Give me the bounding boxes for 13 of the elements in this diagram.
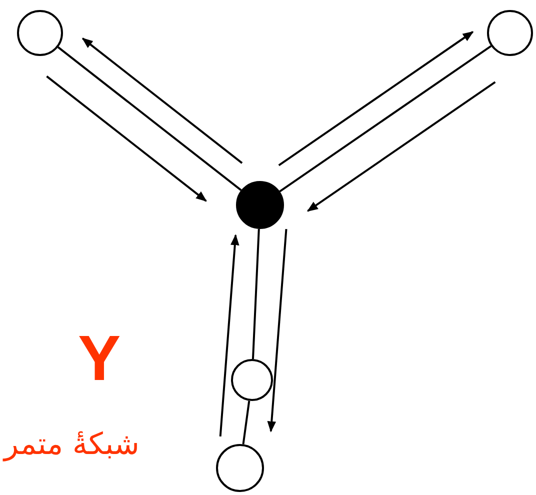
connector-line: [242, 400, 250, 444]
hub-node: [236, 181, 284, 229]
arrow: [267, 228, 288, 432]
arrow: [278, 31, 474, 166]
connector-line: [252, 228, 260, 360]
caption-text: شبكةٔ متمر: [4, 426, 140, 464]
topology-letter: Y: [78, 326, 121, 390]
arrow: [219, 234, 240, 436]
arrow: [306, 81, 496, 212]
arrow: [82, 38, 243, 164]
connector-line: [58, 46, 242, 191]
connector-line: [279, 45, 492, 192]
arrow: [46, 76, 207, 202]
